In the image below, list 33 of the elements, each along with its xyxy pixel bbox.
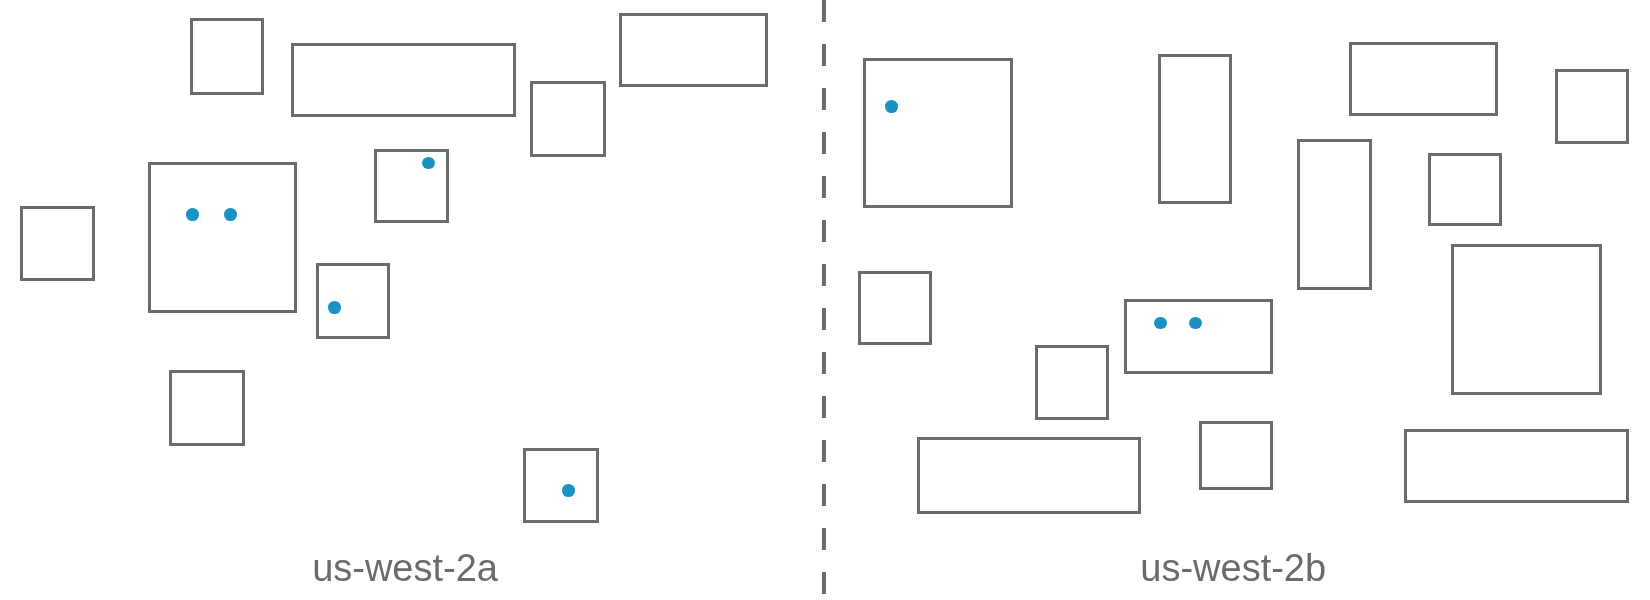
task-dot <box>224 208 237 221</box>
zone-label: us-west-2a <box>312 549 498 588</box>
container-box <box>1035 345 1110 420</box>
task-dot <box>186 208 199 221</box>
container-box <box>916 436 1141 514</box>
container-box <box>862 57 1014 209</box>
zone-label: us-west-2b <box>1140 549 1327 588</box>
container-box <box>1157 53 1233 205</box>
container-box <box>291 43 516 117</box>
task-dot <box>884 99 898 113</box>
task-dot <box>421 156 435 170</box>
container-box <box>20 206 95 281</box>
container-box <box>1451 244 1602 395</box>
container-box <box>857 271 933 346</box>
task-dot <box>328 300 341 314</box>
task-dot <box>561 484 575 497</box>
container-box <box>1198 420 1274 491</box>
container-box <box>169 370 246 447</box>
container-box <box>618 12 769 88</box>
container-box <box>1297 138 1373 291</box>
task-dot <box>1154 316 1167 330</box>
container-box <box>373 149 450 224</box>
container-box <box>190 17 265 95</box>
container-box <box>1403 429 1629 503</box>
container-box <box>1349 42 1499 116</box>
container-box <box>523 448 599 523</box>
container-box <box>148 162 297 313</box>
container-box <box>530 81 607 157</box>
container-box <box>315 263 391 339</box>
container-box <box>1123 298 1274 374</box>
container-box <box>1555 69 1629 145</box>
container-box <box>1427 152 1502 227</box>
task-dot <box>1189 316 1202 330</box>
